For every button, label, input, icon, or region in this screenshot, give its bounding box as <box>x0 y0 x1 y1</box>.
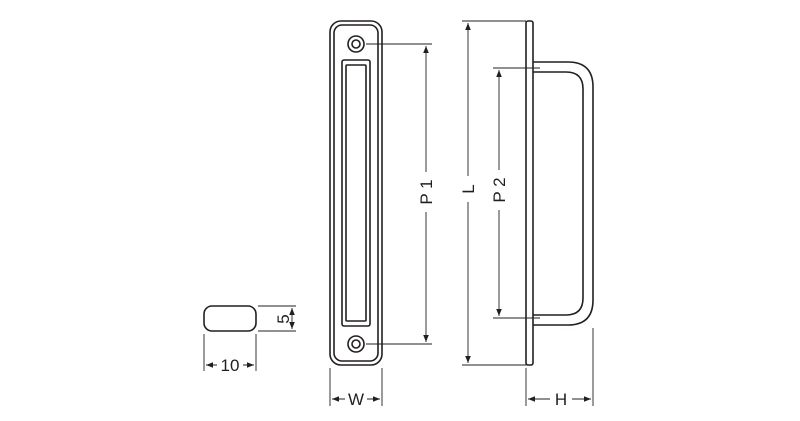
dim-p1-label: P 1 <box>417 179 436 204</box>
dim-h-label: H <box>555 390 567 409</box>
recess-inner <box>345 64 367 322</box>
base-plate-inner <box>333 24 379 362</box>
base-plate-side <box>525 20 534 366</box>
dim-10-label: 10 <box>221 356 240 375</box>
front-view: P 1 W <box>329 20 437 409</box>
dim-l-label: L <box>459 184 478 193</box>
dim-p2-label: P 2 <box>490 177 509 202</box>
dim-5-label: 5 <box>274 314 293 323</box>
base-plate-outer <box>329 20 383 366</box>
recess-outer <box>341 59 371 327</box>
bar-profile <box>203 305 257 332</box>
handle-bar-inner <box>533 71 584 316</box>
side-view: L P 2 H <box>458 20 594 409</box>
dim-w-label: W <box>348 390 364 409</box>
screw-hole-top <box>347 35 365 53</box>
handle-bar-outer <box>533 61 594 326</box>
cross-section-view: 5 10 <box>203 305 296 375</box>
screw-hole-bottom <box>347 335 365 353</box>
